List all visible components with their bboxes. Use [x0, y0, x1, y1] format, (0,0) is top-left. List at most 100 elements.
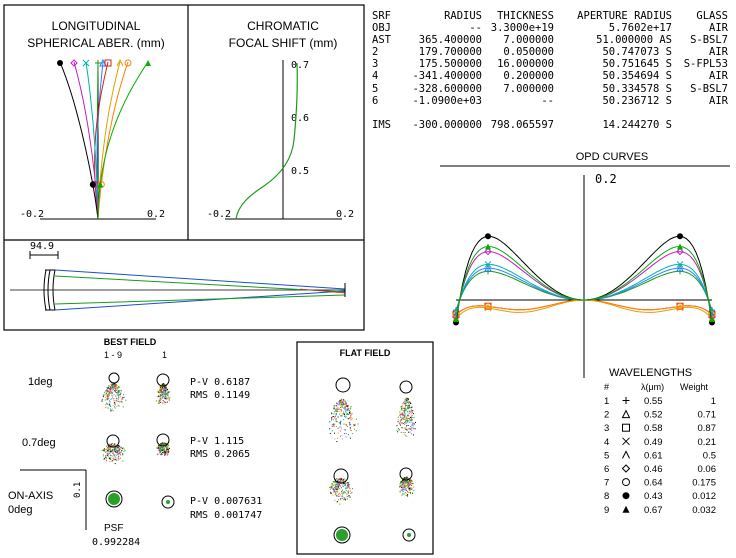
- opd-marker-8-0: [485, 233, 491, 240]
- best-field-col-label-2: 1: [162, 350, 167, 360]
- pv-0.7deg: P-V 1.115: [190, 436, 244, 447]
- prescription-cell: SRF: [372, 10, 391, 22]
- prescription-cell: 5.7602e+17: [608, 22, 672, 35]
- prescription-cell: -300.000000: [412, 118, 482, 131]
- sa-curve-9: [97, 61, 149, 220]
- prescription-cell: AIR: [709, 46, 728, 59]
- prescription-cell: 0.200000: [503, 70, 554, 83]
- airy-circle: [333, 468, 349, 484]
- airy-circle: [335, 377, 351, 393]
- spherical-title-line2: SPHERICAL ABER. (mm): [27, 36, 165, 50]
- airy-circle: [333, 526, 351, 544]
- wavelength-lambda: 0.43: [644, 491, 663, 502]
- field-label-1deg: 1deg: [28, 376, 52, 388]
- prescription-cell: 14.244270 S: [602, 118, 672, 131]
- opd-marker-2-0: [484, 264, 492, 272]
- prescription-cell: THICKNESS: [497, 10, 554, 22]
- sa-marker-top-8: [57, 60, 63, 66]
- opd-edge-marker-9-1: [709, 315, 715, 322]
- spot-best-on-axis-all: [108, 493, 120, 505]
- prescription-cell: 365.400000: [418, 34, 482, 47]
- focal-shift-y-label-0.5: 0.5: [291, 166, 309, 177]
- spot-best-0.7deg-ref: [156, 442, 170, 456]
- sa-marker-top-9: [145, 60, 151, 66]
- prescription-cell: 7.000000: [503, 82, 554, 95]
- wavelengths-col-lambda: λ(μm): [641, 382, 664, 392]
- best-field-col-label-1: 1 - 9: [104, 350, 122, 360]
- spot-scale-label: 0.1: [73, 482, 83, 498]
- prescription-cell: AST: [372, 34, 391, 47]
- prescription-cell: APERTURE RADIUS: [577, 10, 672, 22]
- field-label-on-axis: ON-AXIS: [8, 490, 53, 502]
- sa-marker-top-7: [124, 59, 132, 67]
- spherical-aberration-curves: [57, 58, 151, 220]
- airy-circle: [156, 433, 170, 447]
- wavelength-marker-caret: [622, 450, 630, 459]
- wavelength-number: 2: [604, 410, 609, 421]
- spot-flat-on-axis-all: [336, 529, 348, 541]
- wavelength-number: 4: [604, 437, 609, 448]
- sa-marker-mid-8: [89, 181, 96, 188]
- wavelength-weight: 0.5: [703, 450, 716, 461]
- prescription-cell: OBJ: [372, 22, 391, 35]
- prescription-cell: 5: [372, 82, 379, 95]
- opd-marker-6-0: [484, 247, 492, 256]
- wavelength-weight: 1: [711, 396, 716, 407]
- sa-marker-top-1: [95, 60, 101, 66]
- flat-field-title: FLAT FIELD: [340, 348, 391, 358]
- wavelength-marker-diamond-open: [621, 464, 631, 473]
- airy-circle: [161, 495, 175, 509]
- aberration-panel-frame: [3, 4, 365, 331]
- airy-circle: [105, 490, 123, 508]
- sa-marker-top-5: [116, 58, 124, 67]
- sa-marker-top-3: [104, 59, 112, 67]
- spot-best-0.7deg-all: [101, 443, 126, 465]
- opd-edge-marker-9-0: [453, 315, 459, 322]
- prescription-cell: AIR: [709, 22, 728, 35]
- airy-circle: [106, 434, 120, 448]
- airy-circle: [108, 372, 120, 384]
- airy-circle: [402, 528, 416, 542]
- focal-shift-y-label-0.6: 0.6: [291, 113, 309, 124]
- wavelength-number: 8: [604, 491, 609, 502]
- wavelength-lambda: 0.64: [644, 478, 663, 489]
- prescription-cell: 6: [372, 94, 379, 107]
- field-label-0.7deg: 0.7deg: [22, 437, 56, 449]
- ray-blue-top: [54, 269, 346, 290]
- best-field-title: BEST FIELD: [104, 337, 157, 347]
- ray-green-bottom: [54, 294, 346, 305]
- prescription-cell: 179.700000: [418, 46, 482, 59]
- wavelength-number: 5: [604, 450, 609, 461]
- wavelength-number: 3: [604, 423, 609, 434]
- wavelength-weight: 0.21: [698, 437, 717, 448]
- opd-marker-8-1: [677, 233, 683, 240]
- pv-on-axis: P-V 0.007631: [190, 496, 262, 507]
- ray-red: [299, 288, 346, 294]
- wavelength-lambda: 0.52: [644, 410, 663, 421]
- opd-scale-label: 0.2: [595, 172, 617, 186]
- wavelength-number: 7: [604, 478, 609, 489]
- opd-marker-4-0: [484, 260, 492, 268]
- wavelength-lambda: 0.49: [644, 437, 663, 448]
- prescription-cell: S-BSL7: [690, 82, 728, 95]
- prescription-cell: -1.0900e+03: [412, 94, 482, 107]
- focal-shift-x-max-label: 0.2: [336, 209, 354, 220]
- sa-marker-top-6: [70, 59, 78, 67]
- wavelength-weight: 0.175: [692, 478, 716, 489]
- spot-flat-1deg-all: [329, 398, 359, 443]
- wavelengths-col-weight: Weight: [680, 382, 708, 392]
- wavelength-marker-square-open: [622, 423, 630, 432]
- prescription-cell: 50.334578 S: [602, 82, 672, 95]
- flat-field-spot-diagrams: [329, 377, 416, 544]
- spherical-x-min-label: -0.2: [20, 209, 44, 220]
- sa-curve-7: [97, 61, 129, 220]
- lens-element-3: [52, 269, 56, 311]
- wavelength-number: 6: [604, 464, 609, 475]
- spot-best-1deg-all: [101, 382, 127, 412]
